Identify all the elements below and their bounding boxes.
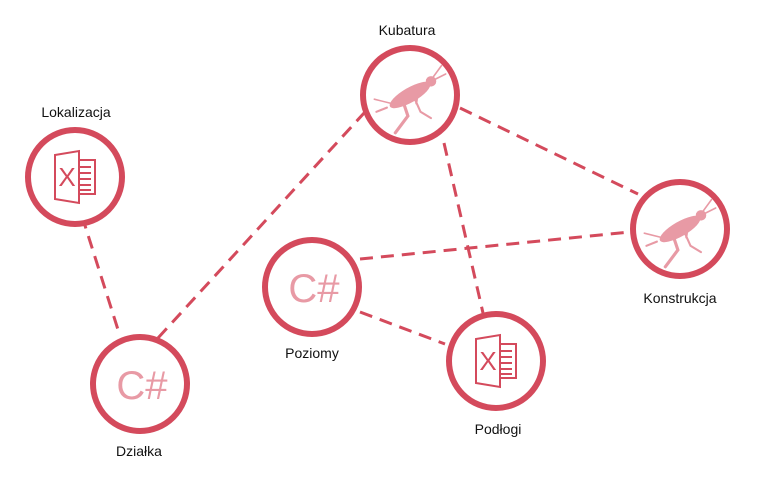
node-label: Poziomy — [285, 345, 339, 361]
node-konstrukcja[interactable]: Konstrukcja — [630, 179, 730, 306]
edge-dzialka-kubatura — [156, 110, 367, 340]
node-kubatura[interactable]: Kubatura — [360, 22, 460, 145]
excel-icon: X — [475, 334, 517, 388]
node-poziomy[interactable]: C# Poziomy — [262, 237, 362, 361]
edge-poziomy-podlogi — [359, 310, 446, 346]
csharp-icon: C# — [288, 267, 340, 311]
csharp-icon: C# — [116, 364, 168, 408]
edge-poziomy-konstrukcja — [359, 230, 631, 261]
node-lokalizacja[interactable]: X Lokalizacja — [25, 104, 125, 227]
connections — [80, 106, 639, 346]
node-label: Konstrukcja — [643, 290, 716, 306]
edge-kubatura-konstrukcja — [459, 106, 639, 196]
node-dzialka[interactable]: C# Działka — [90, 334, 190, 459]
node-label: Kubatura — [379, 22, 436, 38]
node-label: Podłogi — [475, 421, 522, 437]
node-label: Działka — [116, 443, 162, 459]
node-label: Lokalizacja — [41, 104, 110, 120]
node-podlogi[interactable]: X Podłogi — [446, 311, 546, 437]
node-ring — [90, 334, 190, 434]
edge-kubatura-podlogi — [442, 142, 485, 314]
edge-lokalizacja-dzialka — [80, 215, 122, 337]
excel-letter: X — [58, 162, 75, 192]
node-ring — [262, 237, 362, 337]
excel-icon: X — [54, 150, 96, 204]
excel-letter: X — [479, 346, 496, 376]
